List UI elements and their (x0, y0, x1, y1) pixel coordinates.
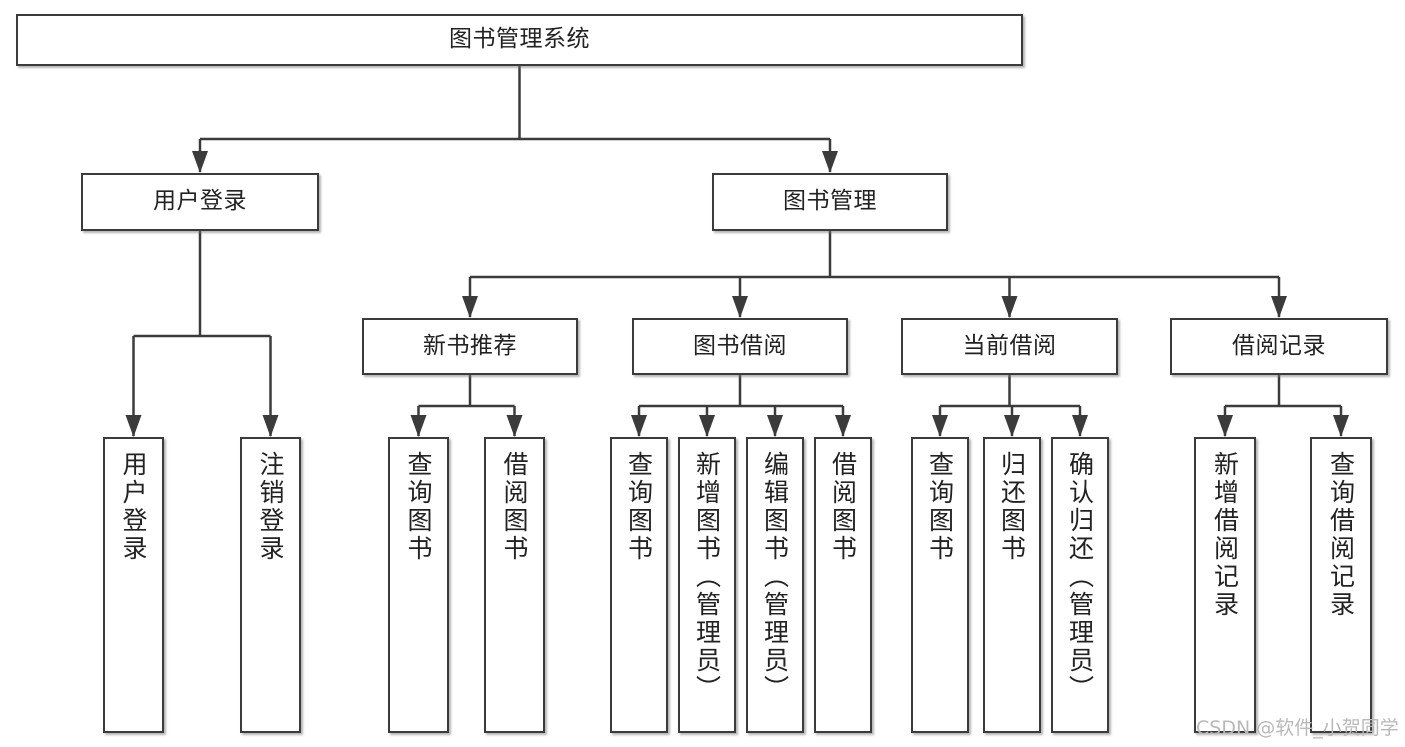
edge-arrowhead (1001, 296, 1018, 318)
node-label: 查询借阅记录 (1326, 451, 1356, 619)
node-root[interactable]: 图书管理系统 (16, 14, 1023, 66)
node-leaf-query-3[interactable]: 查询图书 (911, 437, 969, 733)
node-label: 借阅图书 (828, 451, 858, 563)
edge-arrowhead (1072, 415, 1088, 437)
edge-arrowhead (125, 415, 142, 437)
edge-arrowhead (631, 415, 647, 437)
node-user-login[interactable]: 用户登录 (81, 173, 319, 231)
node-leaf-edit-book[interactable]: 编辑图书（管理员） (746, 437, 804, 733)
node-label: 用户登录 (153, 188, 247, 215)
edge-arrowhead (767, 415, 783, 437)
node-book-manage[interactable]: 图书管理 (712, 173, 948, 231)
node-label: 确认归还（管理员） (1065, 451, 1095, 703)
edge-arrowhead (822, 151, 838, 173)
node-leaf-query-2[interactable]: 查询图书 (610, 437, 668, 733)
node-label: 图书管理 (783, 188, 877, 215)
edge-arrowhead (262, 415, 279, 437)
node-label: 编辑图书（管理员） (760, 451, 790, 703)
node-label: 用户登录 (119, 451, 148, 563)
node-label: 借阅图书 (500, 451, 529, 563)
edge-arrowhead (835, 415, 851, 437)
edge-arrowhead (410, 415, 427, 437)
node-leaf-confirm[interactable]: 确认归还（管理员） (1051, 437, 1109, 733)
node-leaf-return[interactable]: 归还图书 (983, 437, 1041, 733)
node-label: 图书管理系统 (449, 26, 590, 53)
node-label: 图书借阅 (693, 332, 787, 359)
edge-arrowhead (932, 415, 948, 437)
node-leaf-query-rec[interactable]: 查询借阅记录 (1310, 437, 1372, 733)
edge-arrowhead (1271, 296, 1287, 318)
node-label: 查询图书 (624, 451, 654, 563)
node-book-borrow[interactable]: 图书借阅 (632, 318, 848, 375)
node-label: 查询图书 (925, 451, 955, 563)
node-label: 查询图书 (404, 451, 433, 563)
edge-arrowhead (1333, 415, 1349, 437)
node-label: 新书推荐 (423, 332, 517, 359)
node-leaf-add-book[interactable]: 新增图书（管理员） (678, 437, 736, 733)
edge-arrowhead (1217, 415, 1233, 437)
edge-arrowhead (192, 151, 208, 173)
node-leaf-logout[interactable]: 注销登录 (240, 437, 301, 733)
node-leaf-user-login[interactable]: 用户登录 (103, 437, 164, 733)
node-leaf-borrow-2[interactable]: 借阅图书 (814, 437, 872, 733)
node-label: 新增借阅记录 (1210, 451, 1240, 619)
watermark-text: CSDN @软件_小贺同学 (1196, 717, 1399, 739)
node-label: 借阅记录 (1232, 332, 1326, 359)
edge-arrowhead (1004, 415, 1020, 437)
edge-arrowhead (699, 415, 715, 437)
node-leaf-borrow-1[interactable]: 借阅图书 (484, 437, 545, 733)
edge-arrowhead (462, 296, 478, 318)
node-label: 归还图书 (997, 451, 1027, 563)
node-new-book-rec[interactable]: 新书推荐 (362, 318, 578, 375)
node-label: 当前借阅 (962, 332, 1057, 359)
edge-arrowhead (506, 415, 523, 437)
node-label: 新增图书（管理员） (692, 451, 722, 703)
node-label: 注销登录 (256, 451, 285, 563)
node-leaf-query-1[interactable]: 查询图书 (388, 437, 449, 733)
node-current-borrow[interactable]: 当前借阅 (901, 318, 1118, 375)
node-borrow-record[interactable]: 借阅记录 (1170, 318, 1388, 375)
edge-arrowhead (732, 296, 748, 318)
node-leaf-add-rec[interactable]: 新增借阅记录 (1194, 437, 1256, 733)
